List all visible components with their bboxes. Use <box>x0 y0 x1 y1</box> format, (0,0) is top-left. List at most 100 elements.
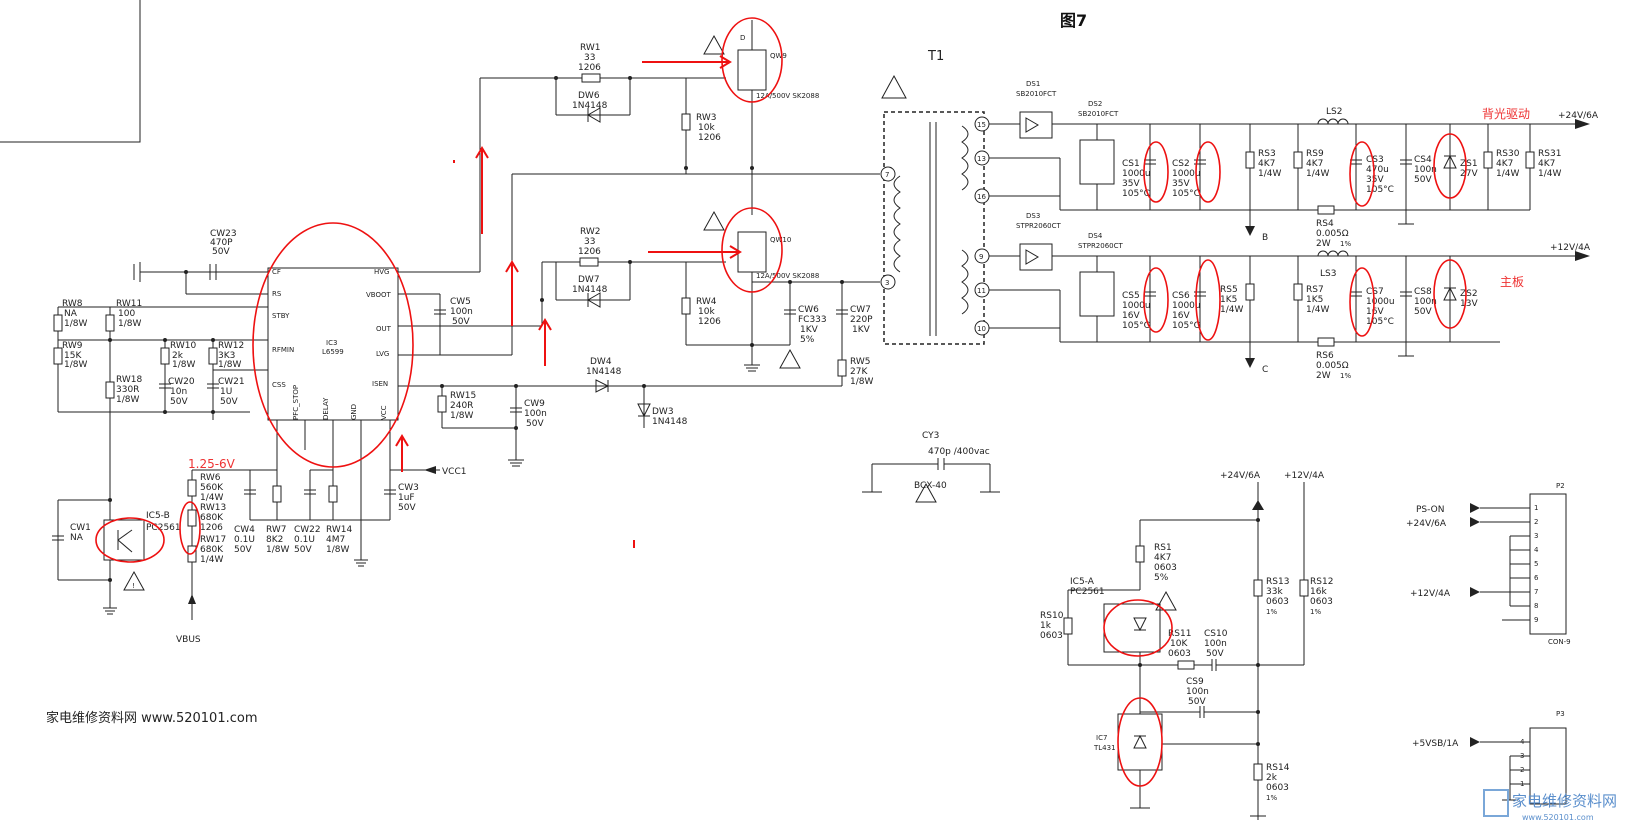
cy3-part: BCX-40 <box>914 481 947 491</box>
cs7-volt: 16V <box>1366 307 1384 317</box>
ic3-pin-css: CSS <box>272 381 286 389</box>
cs1-volt: 35V <box>1122 179 1140 189</box>
zs2-ref: ZS2 <box>1460 289 1478 299</box>
feedback-section: +24V/6A +12V/4A RS1 4K7 0603 5% IC5-A PC… <box>1040 471 1333 820</box>
rs31-val: 4K7 <box>1538 159 1555 169</box>
rw8-val: NA <box>64 309 78 319</box>
dw3-ref: DW3 <box>652 407 674 417</box>
rw11-ref: RW11 <box>116 299 142 309</box>
label-pin_numbers-p2-2: 3 <box>1534 532 1538 540</box>
ds1-part: SB2010FCT <box>1016 90 1057 98</box>
qw10-part: 12A/500V SK2088 <box>756 272 819 280</box>
rw14-ref: RW14 <box>326 525 353 535</box>
cs5-val: 1000u <box>1122 301 1151 311</box>
cw21-ref: CW21 <box>218 377 245 387</box>
ic5a-part: PC2561 <box>1070 587 1105 597</box>
ic3-pin-gnd: GND <box>350 404 358 420</box>
rw17-pow: 1/4W <box>200 555 223 565</box>
rs4-ref: RS4 <box>1316 219 1334 229</box>
rw1-pkg: 1206 <box>578 63 601 73</box>
label-pin_numbers-p2-7: 8 <box>1534 602 1538 610</box>
rs14-val: 2k <box>1266 773 1278 783</box>
cw21-val: 1U <box>220 387 232 397</box>
ic3-pin-hvg: HVG <box>374 268 389 276</box>
cw3-val: 1uF <box>398 493 415 503</box>
rw2-val: 33 <box>584 237 595 247</box>
logo-text: 家电维修资料网 <box>1512 792 1617 810</box>
rw7-pow: 1/8W <box>266 545 289 555</box>
cw6-ref: CW6 <box>798 305 819 315</box>
label-pin_numbers-p2-1: 2 <box>1534 518 1538 526</box>
rw9-pow: 1/8W <box>64 360 87 370</box>
cw4-volt: 50V <box>234 545 252 555</box>
cs1-temp: 105°C <box>1122 189 1150 199</box>
rs12-tol: 1% <box>1310 608 1321 616</box>
ic3-pin-out: OUT <box>376 325 392 333</box>
cs8-volt: 50V <box>1414 307 1432 317</box>
cs7-temp: 105°C <box>1366 317 1394 327</box>
cw3-ref: CW3 <box>398 483 419 493</box>
cs7-ref: CS7 <box>1366 287 1384 297</box>
ls3-ref: LS3 <box>1320 269 1336 279</box>
rs9-pow: 1/4W <box>1306 169 1329 179</box>
rw3-pkg: 1206 <box>698 133 721 143</box>
half-bridge: RW1 33 1206 DW6 1N4148 RW3 10k 1206 D QW… <box>398 20 880 467</box>
rs9-val: 4K7 <box>1306 159 1323 169</box>
cw23-volt: 50V <box>212 247 230 257</box>
rw10-ref: RW10 <box>170 341 197 351</box>
rw8-ref: RW8 <box>62 299 83 309</box>
cs4-ref: CS4 <box>1414 155 1432 165</box>
rs13-tol: 1% <box>1266 608 1277 616</box>
cs6-ref: CS6 <box>1172 291 1190 301</box>
rw14-val: 4M7 <box>326 535 345 545</box>
rw5-val: 27K <box>850 367 868 377</box>
rw6-val: 560K <box>200 483 224 493</box>
rs7-val: 1K5 <box>1306 295 1323 305</box>
p2-24v-label: +24V/6A <box>1406 519 1447 529</box>
cw5-ref: CW5 <box>450 297 471 307</box>
rs6-ref: RS6 <box>1316 351 1334 361</box>
cw5-volt: 50V <box>452 317 470 327</box>
rw3-val: 10k <box>698 123 715 133</box>
rw12-val: 3K3 <box>218 351 235 361</box>
node-c-label: C <box>1262 365 1268 375</box>
ds3-part: STPR2060CT <box>1016 222 1062 230</box>
rs13-val: 33k <box>1266 587 1283 597</box>
dw6-ref: DW6 <box>578 91 600 101</box>
secondary-12v: DS3 STPR2060CT DS4 STPR2060CT CS5 1000u … <box>989 212 1591 381</box>
cw1-ref: CW1 <box>70 523 91 533</box>
secondary-24v: DS1 SB2010FCT DS2 SB2010FCT CS1 1000u 35… <box>989 80 1599 249</box>
rw4-val: 10k <box>698 307 715 317</box>
qw9-ref: QW9 <box>770 52 787 60</box>
label-pin_numbers-p2-4: 5 <box>1534 560 1538 568</box>
rs1-tol: 5% <box>1154 573 1169 583</box>
ls2-ref: LS2 <box>1326 107 1342 117</box>
cs5-ref: CS5 <box>1122 291 1140 301</box>
t1-pin-15: 15 <box>977 121 986 129</box>
rs1-ref: RS1 <box>1154 543 1172 553</box>
ds4-part: STPR2060CT <box>1078 242 1124 250</box>
figure-title: 图7 <box>1060 11 1087 30</box>
cs8-val: 100n <box>1414 297 1437 307</box>
rs5-ref: RS5 <box>1220 285 1238 295</box>
rs7-pow: 1/4W <box>1306 305 1329 315</box>
cs3-ref: CS3 <box>1366 155 1384 165</box>
rs14-tol: 1% <box>1266 794 1277 802</box>
cs3-temp: 105°C <box>1366 185 1394 195</box>
ic3-part: L6599 <box>322 348 344 356</box>
cs9-volt: 50V <box>1188 697 1206 707</box>
rw1-val: 33 <box>584 53 595 63</box>
t1-pin-16: 16 <box>977 193 986 201</box>
cs5-volt: 16V <box>1122 311 1140 321</box>
zs1-val: 27V <box>1460 169 1478 179</box>
zs1-ref: ZS1 <box>1460 159 1478 169</box>
ds1-ref: DS1 <box>1026 80 1040 88</box>
ic3-l6599: IC3 L6599 CF RS STBY RFMIN CSS HVG VBOOT… <box>267 267 399 421</box>
label-pin_numbers-p2-3: 4 <box>1534 546 1539 554</box>
rs30-pow: 1/4W <box>1496 169 1519 179</box>
ic3-pin-vcc: VCC <box>380 405 388 420</box>
ic5a-ref: IC5-A <box>1070 577 1095 587</box>
rw5-pow: 1/8W <box>850 377 873 387</box>
t1-pin-7: 7 <box>885 171 889 179</box>
